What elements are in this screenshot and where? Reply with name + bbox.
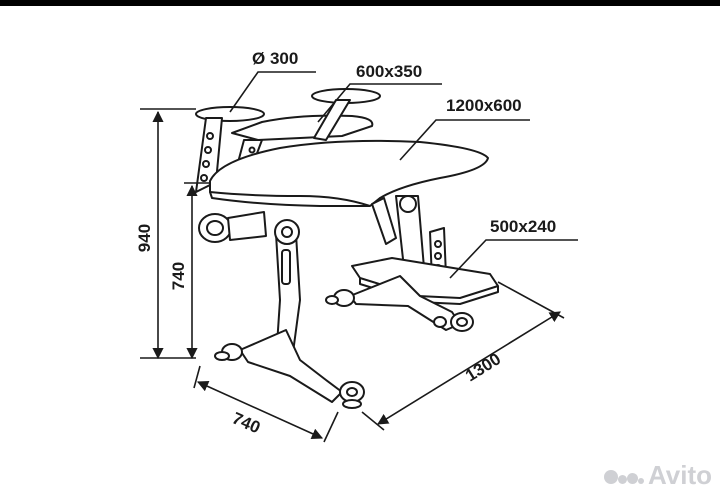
label-width: 1300 bbox=[462, 349, 504, 385]
label-height-total: 940 bbox=[135, 224, 154, 252]
top-black-bar bbox=[0, 0, 720, 6]
label-top: 1200x600 bbox=[446, 96, 522, 115]
desk-top bbox=[209, 139, 489, 207]
label-diameter: Ø 300 bbox=[252, 49, 298, 68]
dimension-lines bbox=[140, 108, 565, 443]
label-shelf: 600x350 bbox=[356, 62, 422, 81]
label-depth: 740 bbox=[229, 409, 263, 438]
footrest bbox=[351, 257, 499, 299]
left-foot bbox=[239, 329, 343, 403]
watermark-text: Avito bbox=[647, 460, 712, 490]
desk-illustration bbox=[195, 88, 499, 409]
avito-logo-icon bbox=[603, 460, 644, 491]
label-leaders bbox=[229, 71, 578, 279]
label-footrest: 500x240 bbox=[490, 217, 556, 236]
right-post bbox=[313, 99, 351, 141]
avito-watermark: Avito bbox=[603, 460, 712, 491]
label-height-desk: 740 bbox=[169, 262, 188, 290]
